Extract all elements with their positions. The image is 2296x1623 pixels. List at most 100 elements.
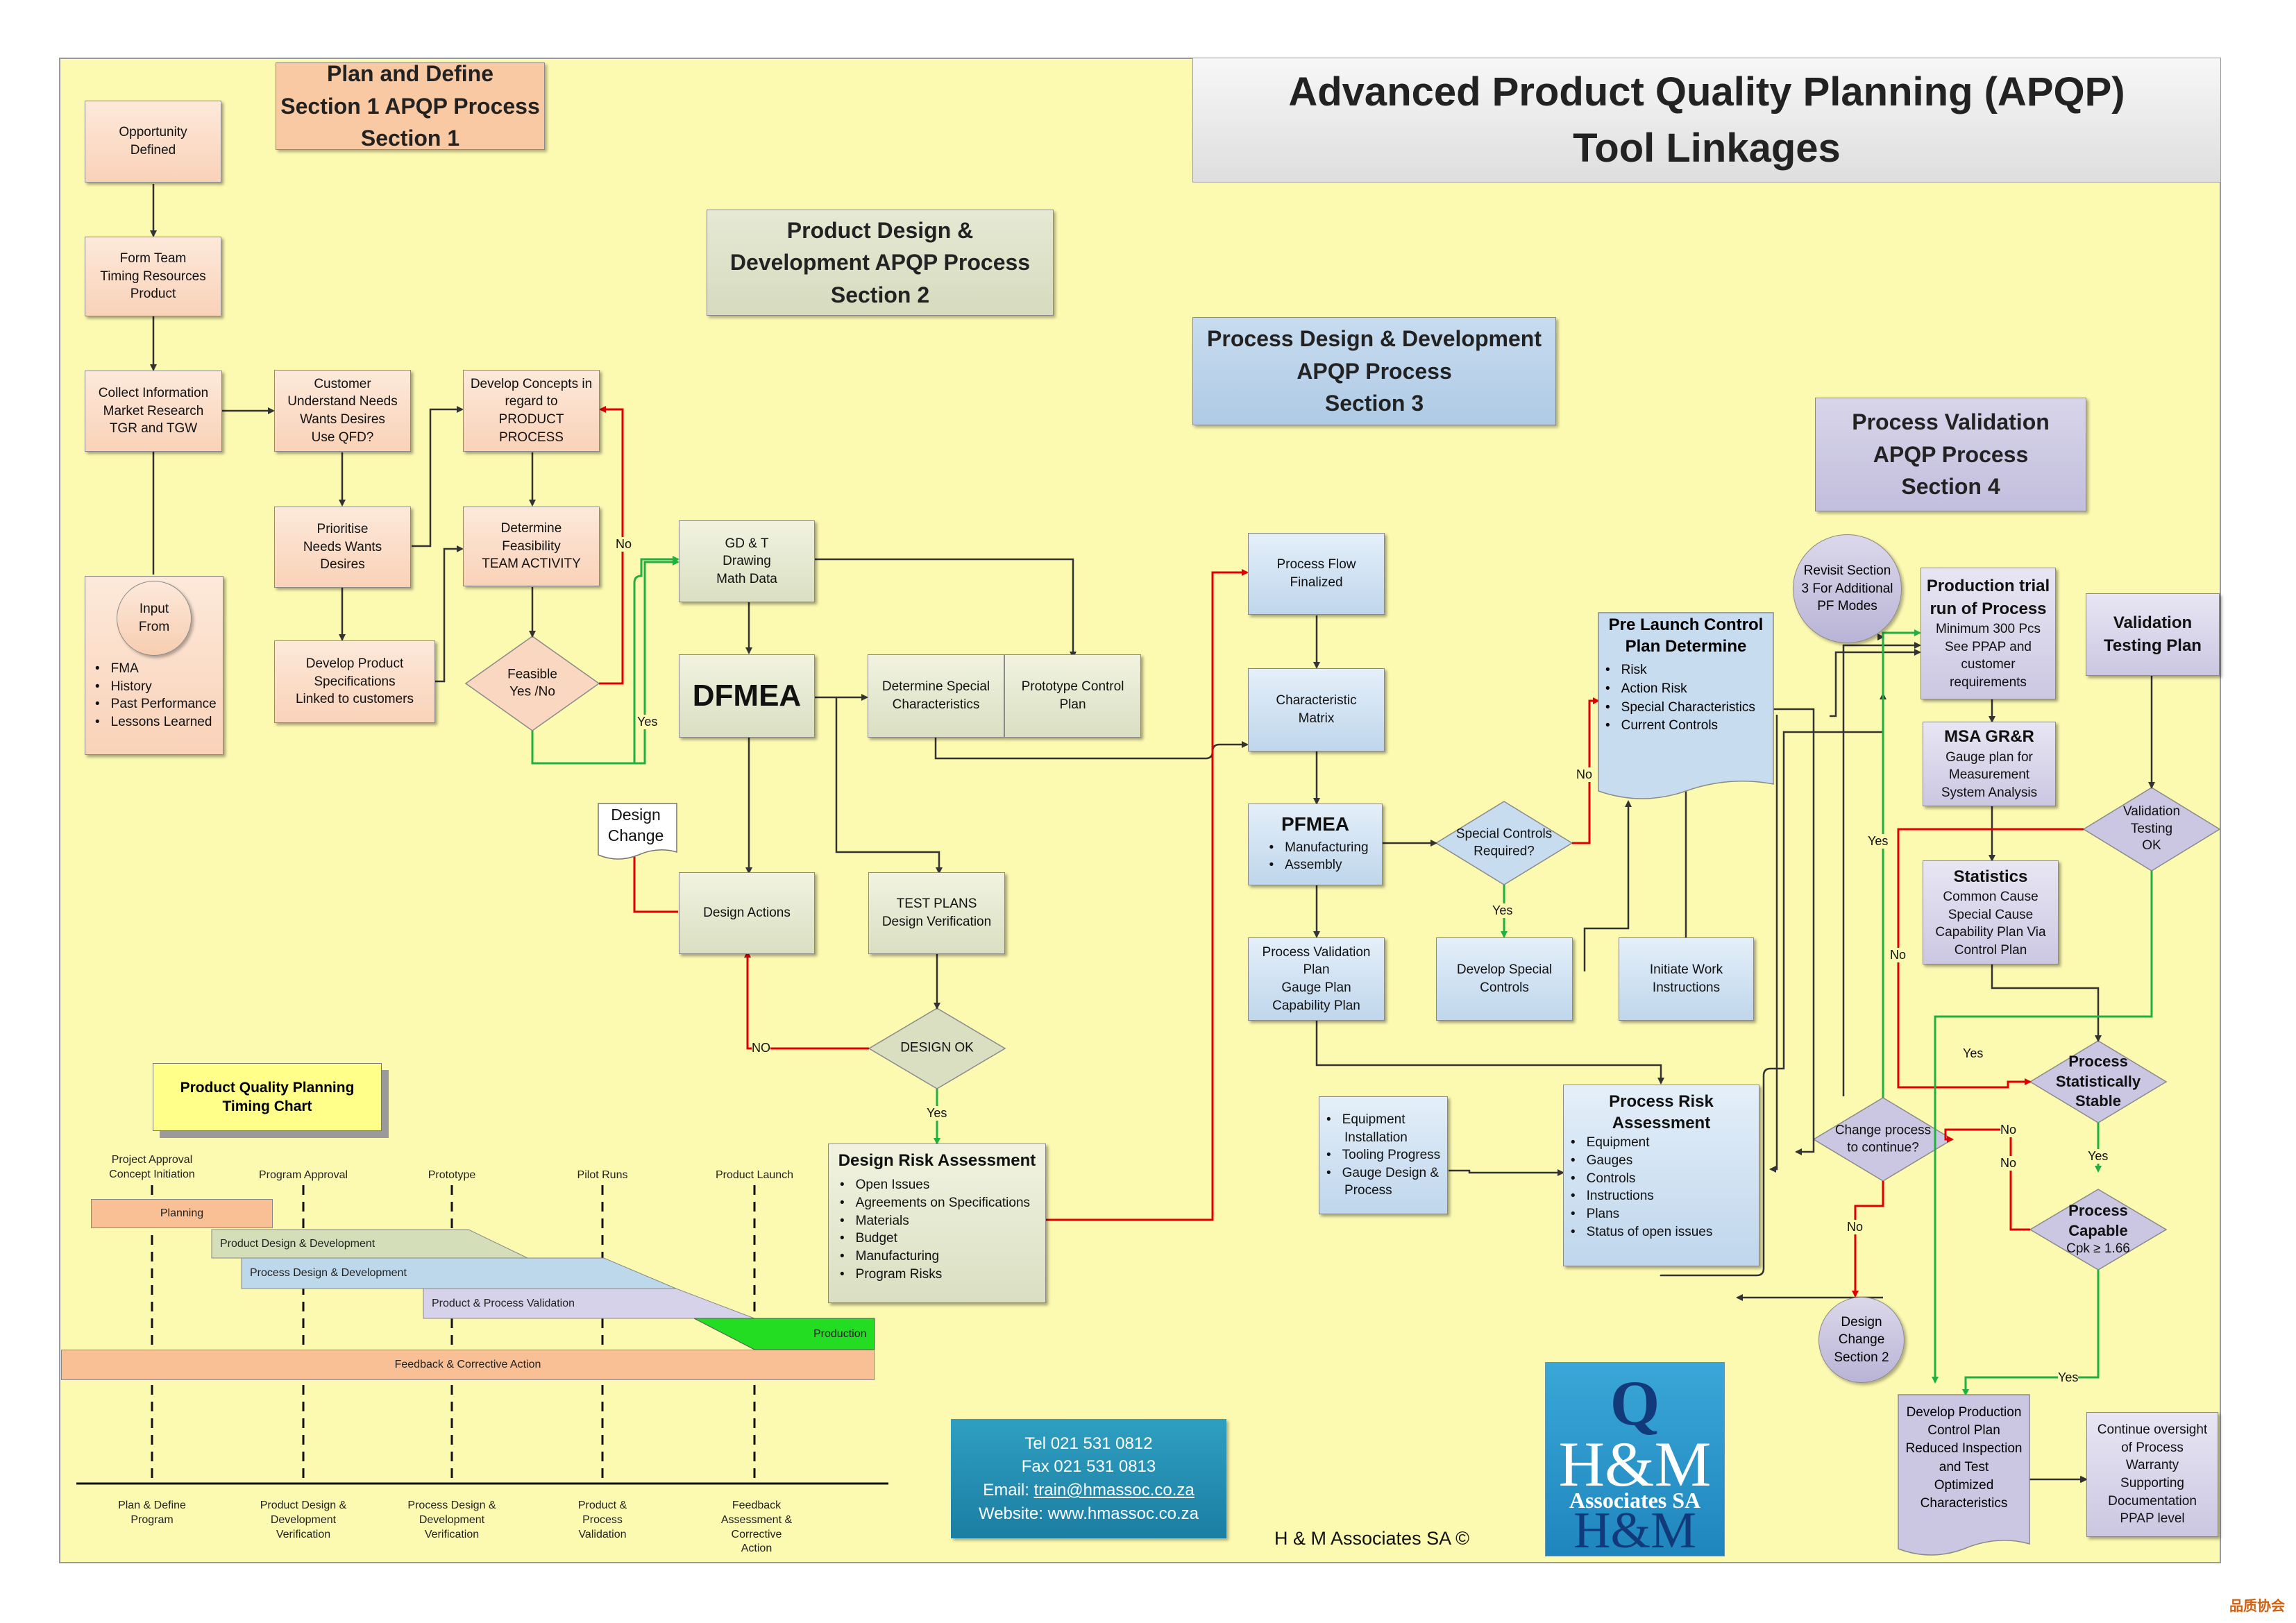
node-text: DESIGN OK [900, 1040, 974, 1055]
develop-special-controls: Develop Special Controls [1436, 937, 1573, 1021]
list-item: Agreements on Specifications [833, 1194, 1030, 1212]
feasible-label: Feasible Yes /No [507, 666, 557, 700]
node-text: Project Approval [111, 1154, 193, 1166]
list-item: Current Controls [1598, 717, 1773, 736]
contact-email-line: Email: train@hmassoc.co.za [983, 1479, 1194, 1502]
design-change-doc [598, 803, 677, 860]
node-text: Development [270, 1513, 337, 1526]
node-text: Capability Plan [1272, 998, 1360, 1013]
logo-q: Q [1610, 1368, 1660, 1438]
yes-label: Yes [2088, 1149, 2109, 1164]
customer-needs: Customer Understand Needs Wants Desires … [274, 370, 411, 452]
node-text: Process [582, 1513, 623, 1526]
list-item: Status of open issues [1564, 1223, 1713, 1241]
process-flow-finalized: Process Flow Finalized [1248, 533, 1385, 615]
node-text: Prototype Control [1021, 679, 1124, 695]
node-text: Process [2068, 1053, 2128, 1071]
phase-process-design: Process Design & Development Verificatio… [407, 1499, 496, 1542]
list-item: Tooling Progress [1319, 1146, 1447, 1164]
node-text: Plan Determine [1625, 637, 1747, 656]
design-risk-list: Open Issues Agreements on Specifications… [833, 1176, 1030, 1283]
node-title: Production trial [1926, 577, 2050, 596]
contact-website[interactable]: Website: www.hmassoc.co.za [978, 1504, 1199, 1523]
prelaunch-content: Pre Launch Control Plan Determine Risk A… [1598, 614, 1773, 736]
node-text: 3 For Additional [1801, 581, 1893, 596]
input-from-circle: Input From [117, 581, 192, 656]
node-text: GD & T [725, 536, 769, 551]
bar-label: Process Design & Development [250, 1267, 407, 1279]
list-item: Budget [833, 1230, 1030, 1248]
validation-testing-plan: Validation Testing Plan [2086, 593, 2220, 676]
node-text: Develop Concepts in [470, 376, 593, 391]
node-text: Understand Needs [287, 394, 398, 409]
node-text: Plan [1303, 962, 1330, 978]
node-text: Design [611, 806, 661, 824]
node-title: Statistics [1953, 867, 2028, 886]
section-1-header: Plan and Define Section 1 APQP Process S… [276, 61, 545, 151]
capable-label: Process Capable Cpk ≥ 1.66 [2066, 1201, 2130, 1258]
node-text: Initiate Work [1649, 962, 1723, 978]
list-item: Instructions [1564, 1187, 1712, 1205]
yes-label: Yes [927, 1106, 947, 1121]
node-text: Needs Wants [303, 539, 382, 554]
list-item: Controls [1564, 1170, 1712, 1188]
equipment-installation: Equipment Installation Tooling Progress … [1319, 1096, 1448, 1214]
list-item: Open Issues [833, 1176, 1030, 1194]
node-text: Develop Product [305, 656, 404, 672]
node-text: TEAM ACTIVITY [482, 556, 581, 572]
no-label: No [1847, 1220, 1864, 1234]
input-from: Input From FMA History Past Performance … [85, 576, 223, 755]
node-text: Process Validation [1262, 944, 1371, 960]
node-text: Process Design & [407, 1499, 496, 1511]
list-item: Plans [1564, 1205, 1712, 1223]
bar-product-design-label: Product Design & Development [212, 1230, 375, 1258]
node-text: Determine Special [881, 679, 990, 695]
bar-label: Planning [160, 1207, 204, 1219]
node-text: Gauge plan for [1945, 749, 2033, 765]
bar-process-design-label: Process Design & Development [242, 1258, 407, 1289]
section-3-header: Process Design & Development APQP Proces… [1192, 317, 1556, 425]
process-risk-assessment: Process Risk Assessment Equipment Gauges… [1563, 1085, 1759, 1266]
validation-ok-label: Validation Testing OK [2123, 804, 2180, 855]
node-text: Pre Launch Control [1608, 615, 1764, 634]
node-text: Specifications [314, 674, 396, 689]
contact-tel: Tel 021 531 0812 [1024, 1434, 1153, 1453]
node-text: Change process [1834, 1123, 1932, 1138]
node-text: Develop Production [1906, 1405, 2022, 1420]
risk-assess-list: Equipment Gauges Controls Instructions P… [1564, 1134, 1713, 1241]
node-text: Product Launch [715, 1169, 794, 1181]
title-line-2: Tool Linkages [1573, 126, 1841, 171]
node-title: run of Process [1930, 599, 2047, 618]
bar-production [693, 1318, 875, 1350]
node-text: Determine [500, 521, 562, 536]
prelaunch-list: Risk Action Risk Special Characteristics… [1598, 661, 1773, 735]
s4-line: Process Validation [1852, 409, 2050, 435]
list-item: Gauge Design & Process [1319, 1164, 1447, 1200]
node-text: Optimized [1934, 1477, 1994, 1493]
contact-fax: Fax 021 531 0813 [1021, 1457, 1156, 1477]
email-link[interactable]: train@hmassoc.co.za [1033, 1481, 1195, 1499]
gdt-drawing: GD & T Drawing Math Data [679, 520, 815, 602]
design-change-section-2: Design Change Section 2 [1818, 1297, 1905, 1383]
bar-planning: Planning [91, 1199, 273, 1228]
section-4-header: Process Validation APQP Process Section … [1815, 398, 2086, 511]
node-text: Special Controls [1455, 826, 1553, 842]
bar-label: Product Design & Development [220, 1237, 375, 1250]
no-label: No [1890, 948, 1907, 962]
design-change-label: Design Change [608, 805, 664, 847]
node-text: customer [1961, 657, 2016, 672]
node-text: Concept Initiation [109, 1168, 195, 1180]
node-text: Validation [2122, 804, 2181, 819]
node-text: requirements [1950, 675, 2027, 690]
list-item: Materials [833, 1212, 1030, 1230]
node-text: Action [741, 1543, 773, 1555]
node-text: Feedback [732, 1499, 782, 1511]
node-text: Yes /No [509, 684, 555, 699]
no-label: No [2000, 1156, 2017, 1171]
node-text: Change [1838, 1332, 1885, 1348]
production-trial-run: Production trial run of Process Minimum … [1921, 568, 2056, 699]
collect-information: Collect Information Market Research TGR … [85, 371, 222, 452]
list-item: Manufacturing [833, 1248, 1030, 1266]
node-text: Product & [577, 1499, 627, 1511]
determine-feasibility: Determine Feasibility TEAM ACTIVITY [463, 507, 600, 586]
